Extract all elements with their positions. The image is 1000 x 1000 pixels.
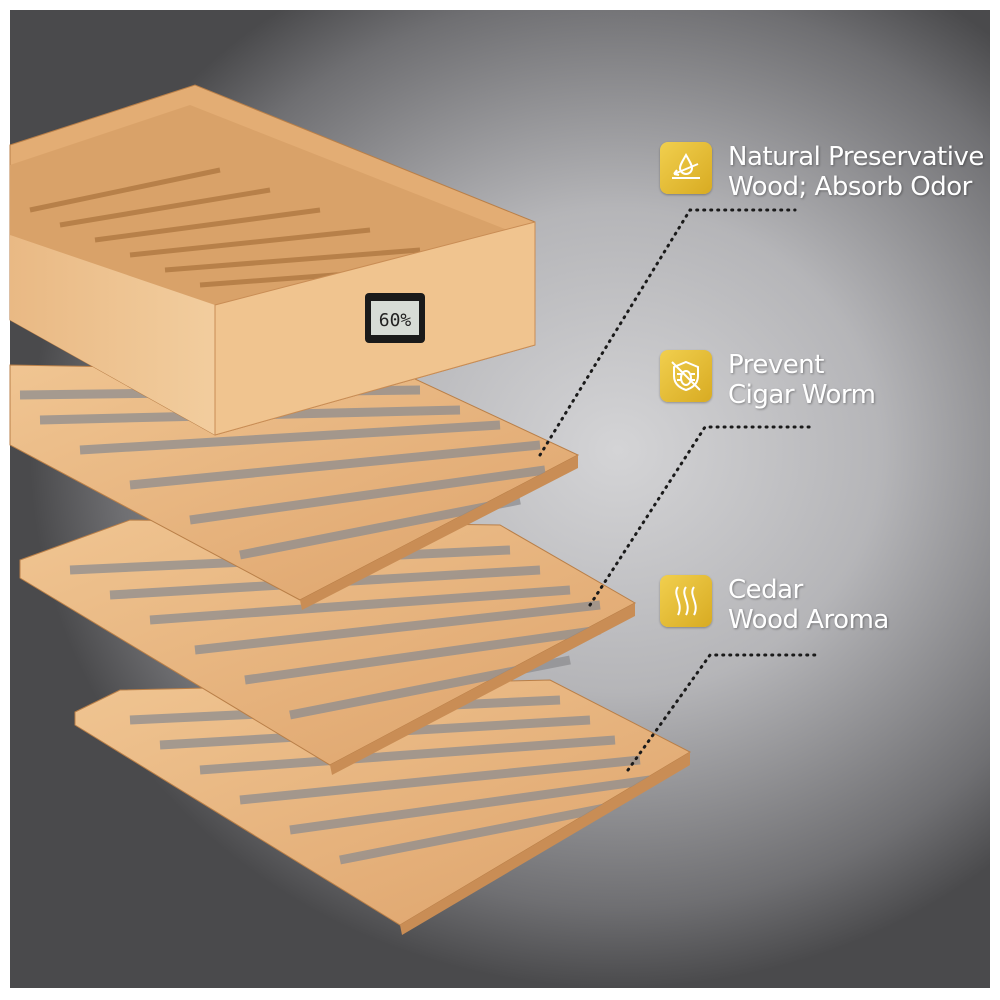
leader-line-3 (626, 653, 817, 772)
leader-line-2 (588, 425, 817, 607)
feature-title-line2: Cigar Worm (728, 380, 876, 410)
shelf-tray-middle (19, 519, 637, 775)
leader-line-1 (538, 208, 797, 457)
aroma-waves-icon (660, 575, 712, 627)
feature-title-line1: Cedar (728, 575, 803, 605)
feature-title-line1: Natural Preservative (728, 142, 984, 172)
feature-title-line2: Wood; Absorb Odor (728, 172, 972, 202)
water-drop-shield-icon (660, 142, 712, 194)
humidor-drawer: 60% (9, 84, 536, 436)
feature-title-line1: Prevent (728, 350, 824, 380)
feature-title-line2: Wood Aroma (728, 605, 889, 635)
bug-shield-icon (660, 350, 712, 402)
hygrometer-reading: 60% (379, 310, 412, 331)
